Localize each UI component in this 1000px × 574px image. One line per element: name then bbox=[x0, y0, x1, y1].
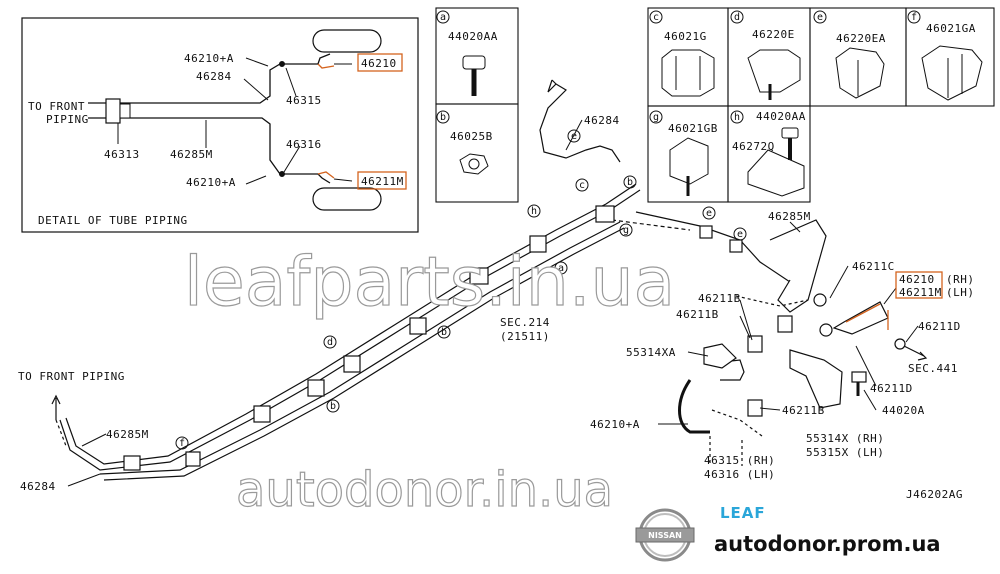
grid-letter-e: e bbox=[817, 12, 823, 23]
label-46210a-top: 46210+A bbox=[184, 52, 234, 65]
label-46211b-2: 46211B bbox=[676, 308, 719, 321]
callout-b2: b bbox=[330, 401, 336, 412]
part-clip-f bbox=[907, 10, 983, 101]
callout-e3: e bbox=[737, 229, 743, 240]
label-55315x: 55315X (LH) bbox=[806, 446, 884, 459]
grid-code-f: 46021GA bbox=[926, 22, 976, 35]
grid-letter-g: g bbox=[653, 112, 659, 123]
grid-code-g: 46021GB bbox=[668, 122, 718, 135]
part-clip-g bbox=[649, 110, 709, 196]
label-55314xa: 55314XA bbox=[626, 346, 676, 359]
label-46211d-mid: 46211D bbox=[870, 382, 913, 395]
grid-letter-f: f bbox=[911, 12, 917, 23]
to-front-line2: PIPING bbox=[46, 113, 89, 126]
main-labels: 46284 46285M 46211C 46210 (RH) 46211M (L… bbox=[18, 114, 975, 501]
main-piping bbox=[51, 79, 928, 481]
label-46211m-highlight: 46211M bbox=[361, 175, 404, 188]
callout-c: c bbox=[579, 180, 585, 191]
label-to-front-piping: TO FRONT PIPING bbox=[18, 370, 125, 383]
parts-grid-labels: a 44020AA b 46025B c 46021G d 46220E e 4… bbox=[440, 12, 976, 153]
label-lh-suffix: (LH) bbox=[946, 286, 975, 299]
leaf-logo: LEAF bbox=[720, 504, 766, 522]
label-46316lh: 46316 (LH) bbox=[704, 468, 775, 481]
grid-code-h2: 46272Q bbox=[732, 140, 775, 153]
callout-circles bbox=[175, 129, 747, 450]
highlight-box-rh-lh bbox=[895, 271, 943, 299]
label-46285m-right: 46285M bbox=[768, 210, 811, 223]
grid-letter-d: d bbox=[734, 12, 740, 23]
autodonor-url: autodonor.prom.ua bbox=[714, 532, 941, 556]
label-46210-rh: 46210 bbox=[899, 273, 935, 286]
nissan-logo-text: NISSAN bbox=[648, 531, 682, 540]
label-46285m-detail: 46285M bbox=[170, 148, 213, 161]
callout-g: g bbox=[623, 225, 629, 236]
part-bolt-a bbox=[436, 10, 486, 96]
label-46285m-left: 46285M bbox=[106, 428, 149, 441]
callout-letters: e h g e e a b d b b f c bbox=[179, 131, 743, 449]
callout-d: d bbox=[327, 337, 333, 348]
grid-code-h1: 44020AA bbox=[756, 110, 806, 123]
label-46210a-main: 46210+A bbox=[590, 418, 640, 431]
label-46284-top: 46284 bbox=[584, 114, 620, 127]
watermark-leafparts: leafparts.in.ua bbox=[184, 243, 675, 322]
grid-letter-a: a bbox=[440, 12, 446, 23]
label-46210a-bottom: 46210+A bbox=[186, 176, 236, 189]
label-rh-suffix: (RH) bbox=[946, 273, 975, 286]
detail-box: 46210+A 46284 46315 46210 TO FRONT PIPIN… bbox=[21, 17, 419, 233]
part-clip-c bbox=[649, 10, 715, 97]
label-46211b-3: 46211B bbox=[782, 404, 825, 417]
grid-code-a: 44020AA bbox=[448, 30, 498, 43]
main-leaders bbox=[67, 119, 919, 487]
part-bracket-h bbox=[730, 110, 805, 197]
grid-letter-h: h bbox=[734, 112, 740, 123]
callout-h: h bbox=[531, 206, 537, 217]
to-front-line1: TO FRONT bbox=[28, 100, 85, 113]
label-46211d-right: 46211D bbox=[918, 320, 961, 333]
grid-code-d: 46220E bbox=[752, 28, 795, 41]
callout-e2: e bbox=[706, 208, 712, 219]
detail-caption: DETAIL OF TUBE PIPING bbox=[38, 214, 188, 227]
label-55314x: 55314X (RH) bbox=[806, 432, 884, 445]
label-44020a: 44020A bbox=[882, 404, 925, 417]
callout-b3: b bbox=[627, 177, 633, 188]
label-46211b-1: 46211B bbox=[698, 292, 741, 305]
watermark-autodonor: autodonor.in.ua bbox=[236, 462, 613, 518]
diagram-code: J46202AG bbox=[906, 488, 963, 501]
grid-code-c: 46021G bbox=[664, 30, 707, 43]
label-46316-detail: 46316 bbox=[286, 138, 322, 151]
label-46211m-lh: 46211M bbox=[899, 286, 942, 299]
label-46315rh: 46315 (RH) bbox=[704, 454, 775, 467]
label-46211c: 46211C bbox=[852, 260, 895, 273]
grid-letter-b: b bbox=[440, 112, 446, 123]
label-sec441: SEC.441 bbox=[908, 362, 958, 375]
label-46210-highlight: 46210 bbox=[361, 57, 397, 70]
nissan-logo: NISSAN bbox=[635, 508, 695, 562]
label-46313: 46313 bbox=[104, 148, 140, 161]
label-46315-detail: 46315 bbox=[286, 94, 322, 107]
part-clip-e bbox=[813, 10, 885, 99]
callout-b1: b bbox=[441, 327, 447, 338]
label-sec214: SEC.214 bbox=[500, 316, 550, 329]
callout-f: f bbox=[179, 438, 185, 449]
grid-letter-c: c bbox=[653, 12, 659, 23]
callout-a: a bbox=[558, 263, 564, 274]
callout-e1: e bbox=[571, 131, 577, 142]
parts-grid bbox=[435, 7, 995, 203]
label-46284-left: 46284 bbox=[20, 480, 56, 493]
grid-code-e: 46220EA bbox=[836, 32, 886, 45]
label-sec214-sub: (21511) bbox=[500, 330, 550, 343]
label-46284-detail: 46284 bbox=[196, 70, 232, 83]
part-nut-b bbox=[436, 110, 489, 175]
grid-code-b: 46025B bbox=[450, 130, 493, 143]
part-clip-d bbox=[730, 10, 801, 100]
